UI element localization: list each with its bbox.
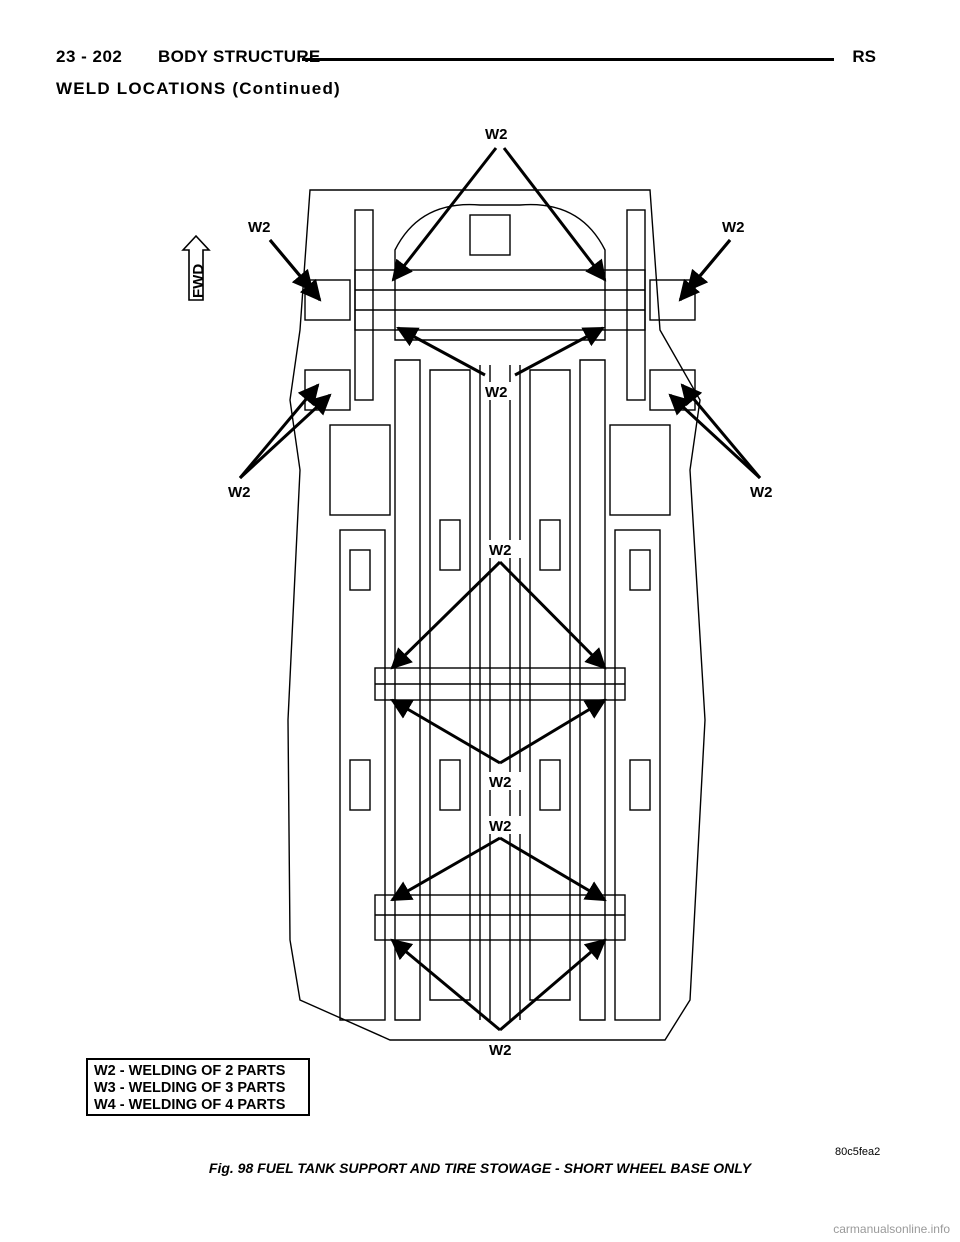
header-rule [302,58,834,61]
rear-crossmember [374,894,626,941]
fwd-label: FWD [190,264,207,298]
legend-w2: W2 - WELDING OF 2 PARTS [94,1063,286,1079]
chapter-title: BODY STRUCTURE [158,47,321,66]
callout-w2-front-center: W2 [485,384,508,401]
fwd-arrow-icon [181,234,211,301]
left-rail [354,209,374,401]
callout-w2-lower-left: W2 [228,484,251,501]
model-code: RS [852,47,876,66]
legend-w4: W4 - WELDING OF 4 PARTS [94,1097,286,1113]
callout-w2-upper-right: W2 [722,219,745,236]
image-code: 80c5fea2 [835,1146,881,1158]
section-title: WELD LOCATIONS (Continued) [56,79,341,98]
weld-legend: W2 - WELDING OF 2 PARTS W3 - WELDING OF … [86,1058,310,1116]
callout-w2-rear-upper: W2 [489,818,512,835]
callout-arrows [238,147,762,1032]
callout-w2-lower-right: W2 [750,484,773,501]
front-crossmember [394,203,606,341]
callout-w2-mid-lower: W2 [489,774,512,791]
page-number: 23 - 202 [56,47,123,66]
callout-w2-upper-left: W2 [248,219,271,236]
figure-caption: Fig. 98 FUEL TANK SUPPORT AND TIRE STOWA… [208,1160,752,1176]
callout-w2-bottom: W2 [489,1042,512,1059]
body-outline [287,189,706,1041]
legend-w3: W3 - WELDING OF 3 PARTS [94,1080,286,1096]
page-header: 23 - 202 BODY STRUCTURE RS [56,47,876,71]
callout-w2-top: W2 [485,126,508,143]
right-rail [626,209,646,401]
callout-w2-mid-upper: W2 [489,542,512,559]
watermark: carmanualsonline.info [833,1222,950,1236]
callout-labels: W2 W2 W2 W2 W2 W2 W2 W2 W2 W2 [228,124,773,1059]
underbody-diagram: FWD W2 W2 W2 W2 W2 W2 W2 W2 [181,124,773,1059]
